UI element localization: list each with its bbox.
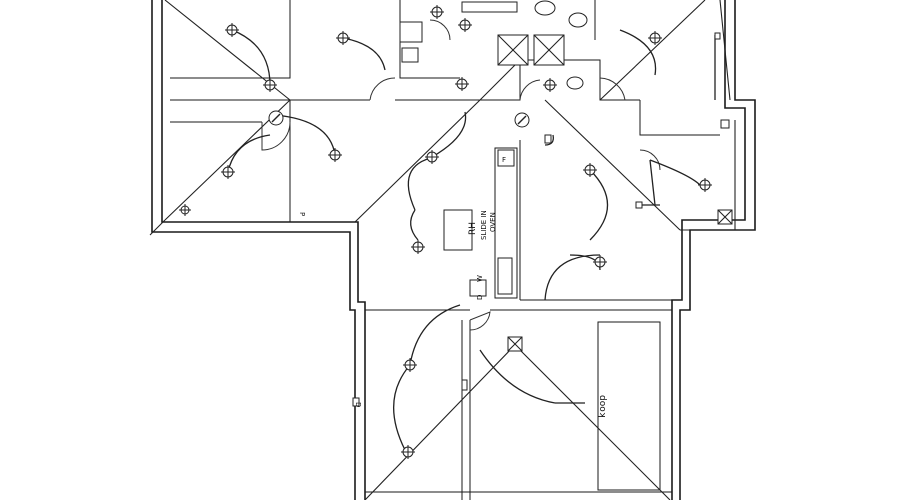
smoke-detectors [268,110,530,128]
range-label: RH [468,222,478,235]
light-fixture-icon [336,31,350,45]
fridge-icon [497,149,515,167]
light-fixture-icon [648,31,662,45]
bathtub-icon [461,1,518,13]
washer-dryer-icon [497,257,513,295]
light-fixture-icon [455,77,469,91]
plumbing-fixtures [399,0,733,352]
light-fixture-icon [593,255,607,269]
light-fixture-icon [263,78,277,92]
sink-icon [401,47,419,63]
light-fixture-icon [583,163,597,177]
oven-label: OVEN [489,212,497,232]
switch-icon [352,397,360,407]
fridge-label: F [502,156,506,164]
toilet-icon [568,12,588,28]
smoke-detector-icon [514,112,530,128]
switch-icon [720,119,730,129]
switch-icon [544,134,552,144]
switch-icon [461,379,468,391]
light-fixture-icon [328,148,342,162]
tag-p: P [298,212,306,216]
switch-icon [714,32,721,40]
range-sub-label: SLIDE IN [480,210,488,240]
washer-icon [469,279,487,297]
light-fixture-icon [543,78,557,92]
toilet-icon [534,0,556,16]
door-swings [261,19,661,331]
dryer-label: D [476,295,484,300]
light-fixture-icon [401,445,415,459]
light-fixture-icon [430,5,444,19]
kitchen-island-icon [443,209,473,251]
sink-icon [399,21,423,43]
switch-icon [635,201,643,209]
light-fixture-icon [221,165,235,179]
toilet-icon [566,76,584,90]
smoke-detector-icon [268,110,284,126]
tag-d: D [354,402,362,407]
porch-label: dooʞ [597,395,607,418]
light-fixture-icon [698,178,712,192]
exterior-walls [151,0,756,500]
roof-hip-lines [149,0,755,500]
light-fixture-icon [458,18,472,32]
ceiling-lights [179,5,712,459]
light-fixture-icon [411,240,425,254]
light-fixture-icon [425,150,439,164]
light-fixture-icon [225,23,239,37]
plan-labels: RH SLIDE IN OVEN F W D dooʞ P D [298,156,607,418]
washer-label: W [476,275,484,282]
light-fixture-icon [179,204,191,216]
light-fixture-icon [403,358,417,372]
switches [352,32,730,407]
